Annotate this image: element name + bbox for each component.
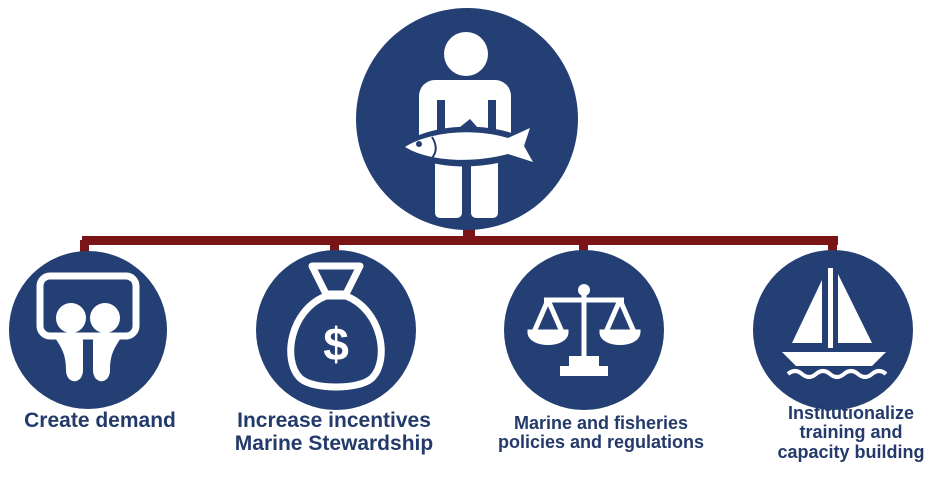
label-line: training and xyxy=(799,422,903,443)
label-policies: Marine and fisheries policies and regula… xyxy=(463,413,739,453)
node-increase-incentives: $ xyxy=(256,250,416,410)
connector-stem-4 xyxy=(828,240,837,256)
label-line: Increase incentives xyxy=(237,409,431,432)
label-line: Create demand xyxy=(24,409,176,432)
label-training: Institutionalize training and capacity b… xyxy=(755,403,947,462)
connector-stem-2 xyxy=(330,240,339,256)
connector-lines xyxy=(80,228,838,256)
connector-stem-3 xyxy=(579,240,588,256)
label-line: Marine Stewardship xyxy=(234,431,434,455)
fish-icon xyxy=(398,118,545,170)
node-create-demand xyxy=(9,251,167,409)
label-increase-incentives: Increase incentives Marine Stewardship xyxy=(212,409,456,455)
node-policies xyxy=(504,250,664,410)
node-circle-1 xyxy=(9,251,167,409)
root-node xyxy=(356,8,578,230)
person-holding-fish-icon xyxy=(398,32,545,218)
sailboat-icon xyxy=(782,268,888,379)
node-training xyxy=(753,250,913,410)
connector-horizontal-bar xyxy=(82,236,838,245)
label-line: Marine and fisheries xyxy=(513,413,689,433)
label-line: policies and regulations xyxy=(497,432,705,453)
label-create-demand: Create demand xyxy=(5,409,195,433)
connector-stem-1 xyxy=(80,240,89,256)
money-bag-icon: $ xyxy=(287,262,385,391)
slideshare-icon xyxy=(36,272,140,382)
label-line: capacity building xyxy=(777,441,925,462)
connector-root-stem xyxy=(463,228,475,242)
svg-text:$: $ xyxy=(323,318,349,370)
label-line: Institutionalize xyxy=(788,403,914,423)
scales-of-justice-icon xyxy=(527,284,641,376)
